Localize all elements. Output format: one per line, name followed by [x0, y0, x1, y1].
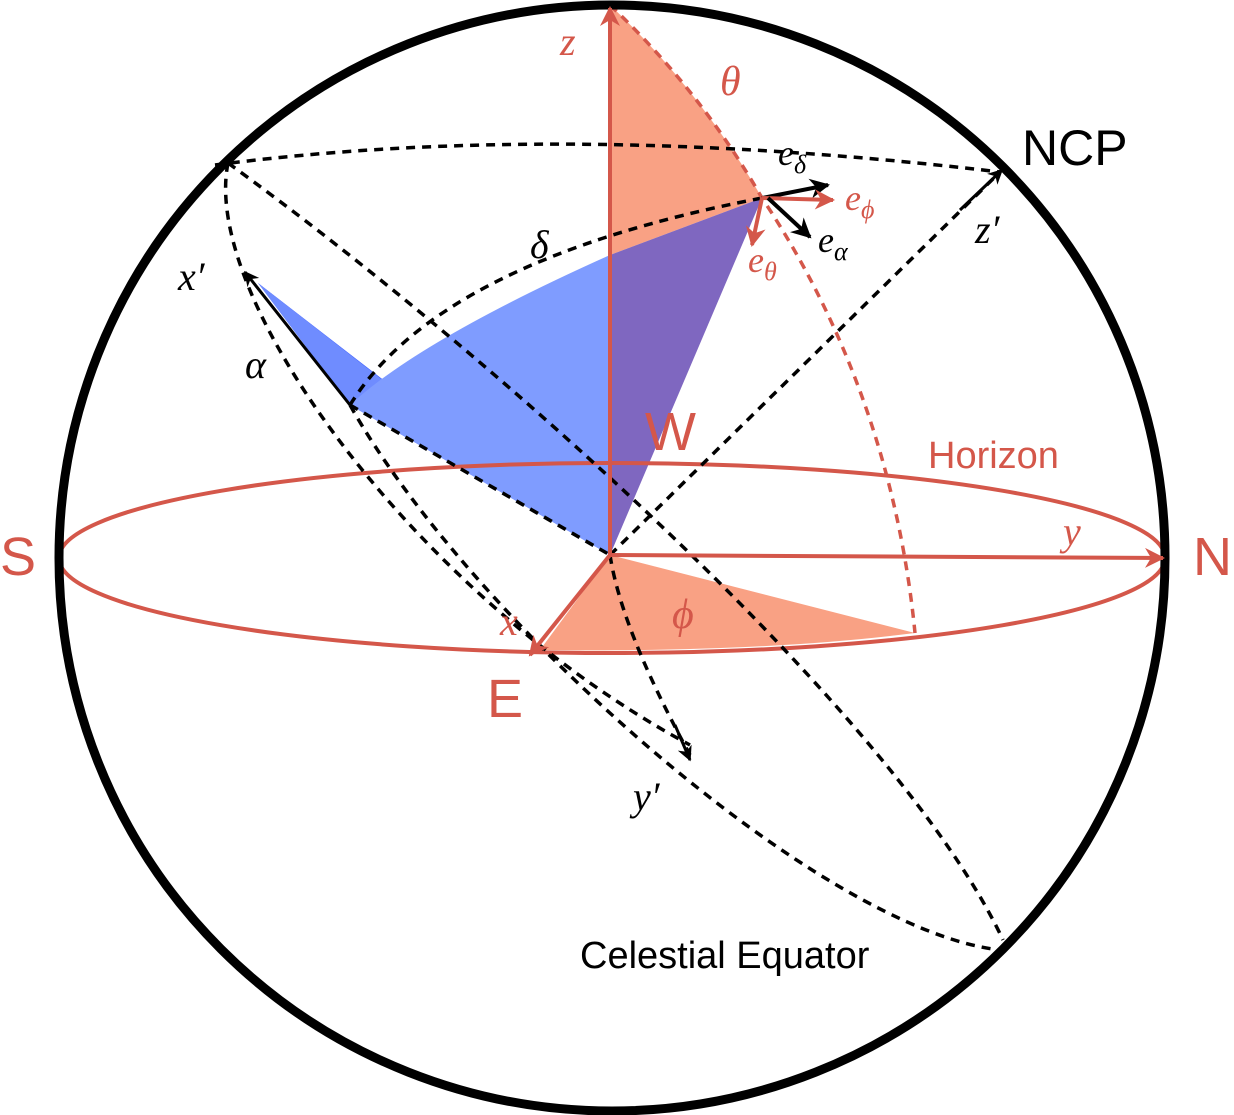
s-label: S	[0, 527, 36, 587]
horizon-label: Horizon	[928, 435, 1059, 477]
e-phi-label: eϕ	[845, 178, 874, 224]
x-label: x	[499, 599, 518, 644]
w-label: W	[645, 402, 696, 462]
overlap-wedge	[610, 198, 762, 555]
central-meridian-arc	[226, 161, 1005, 941]
y-prime-arrow	[673, 724, 692, 762]
alpha-line	[349, 403, 611, 557]
phi-azimuth-wedge	[540, 555, 915, 651]
e-alpha-vector	[766, 196, 812, 239]
e-theta-label: eθ	[748, 240, 777, 286]
e-alpha-label: eα	[818, 220, 849, 266]
z-prime-arrow	[958, 168, 1004, 212]
alpha-wedge-light	[258, 283, 385, 405]
celestial-sphere-outline	[54, 0, 1170, 1115]
z-prime-label: z′	[974, 207, 1001, 252]
theta-label: θ	[720, 59, 741, 105]
alpha-label: α	[245, 342, 267, 387]
delta-label: δ	[530, 222, 550, 267]
y-axis	[609, 547, 1165, 568]
z-label: z	[559, 19, 576, 64]
phi-label: ϕ	[672, 592, 694, 638]
x-prime-label: x′	[177, 254, 206, 299]
left-meridian-arc	[223, 162, 691, 747]
e-theta-vector	[745, 197, 766, 247]
theta-arc-dashed	[608, 3, 917, 634]
y-label: y	[1059, 509, 1081, 554]
e-phi-vector	[761, 189, 835, 210]
ncp-label: NCP	[1022, 120, 1128, 176]
celestial-equator-label: Celestial Equator	[580, 935, 870, 977]
dashed-great-circles	[214, 142, 1005, 952]
delta-wedge	[350, 255, 610, 555]
ncp-axis	[608, 170, 1002, 557]
celestial-equator-arc	[348, 404, 1001, 952]
e-delta-label: eδ	[778, 133, 807, 179]
e-delta-vector	[761, 178, 830, 200]
n-label: N	[1193, 527, 1232, 587]
y-prime-label: y′	[629, 774, 661, 819]
e-direction-label: E	[487, 669, 523, 729]
upper-arc	[214, 142, 1001, 174]
delta-arc	[348, 196, 763, 406]
x-prime-axis	[243, 270, 352, 406]
x-axis	[528, 553, 612, 657]
theta-wedge-upper	[610, 5, 762, 255]
